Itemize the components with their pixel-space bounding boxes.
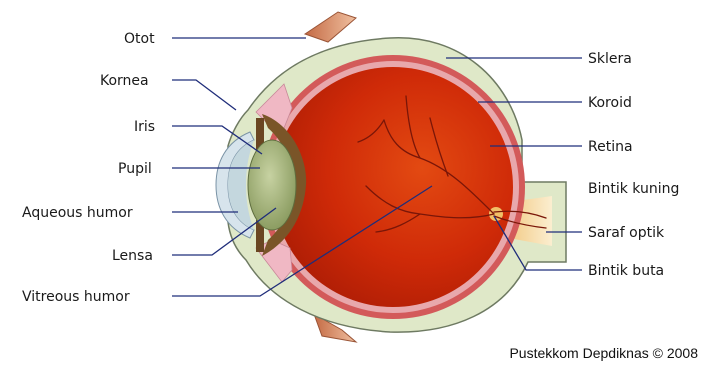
lens <box>248 140 296 230</box>
label-pupil: Pupil <box>118 161 152 177</box>
label-otot: Otot <box>124 31 155 47</box>
label-aqueous-humor: Aqueous humor <box>22 205 133 221</box>
upper-muscle <box>305 12 356 42</box>
label-lensa: Lensa <box>112 248 153 264</box>
credit-text: Pustekkom Depdiknas © 2008 <box>509 345 698 361</box>
label-iris: Iris <box>134 119 155 135</box>
label-bintik-buta: Bintik buta <box>588 263 664 279</box>
label-sklera: Sklera <box>588 51 632 67</box>
label-saraf-optik: Saraf optik <box>588 225 665 241</box>
label-retina: Retina <box>588 139 633 155</box>
label-kornea: Kornea <box>100 73 149 89</box>
vitreous-body <box>273 67 513 307</box>
label-koroid: Koroid <box>588 95 632 111</box>
label-vitreous-humor: Vitreous humor <box>22 289 130 305</box>
label-bintik-kuning: Bintik kuning <box>588 181 679 197</box>
